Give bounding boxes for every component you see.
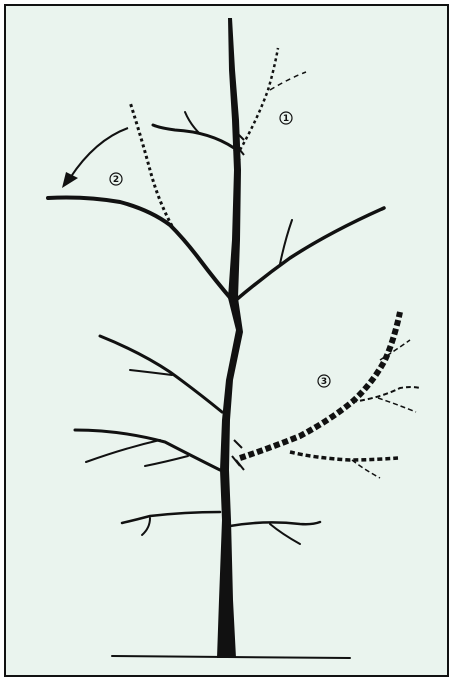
marker-3-label: 3 <box>321 377 327 387</box>
marker-3: 3 <box>318 375 330 387</box>
removed-branch-3-lower <box>290 452 398 460</box>
marker-2-label: 2 <box>113 175 119 185</box>
twig-bottom-left <box>142 518 150 535</box>
tree-trunk <box>217 18 243 658</box>
bend-arrow-head <box>62 172 78 188</box>
branch-bottom-right <box>230 522 320 526</box>
marker-1: 1 <box>280 112 292 124</box>
branch-left-lower <box>75 430 220 470</box>
twig-left-lower-1 <box>86 440 160 462</box>
removed-branch-3-twig-b <box>378 398 416 412</box>
removed-leader-1 <box>240 48 278 150</box>
branch-left-scaffold <box>48 198 232 301</box>
bend-arrow <box>70 128 128 178</box>
branch-upper-left <box>153 125 234 148</box>
branch-right-scaffold <box>236 208 384 300</box>
removed-branch-3-twig-d <box>352 460 380 478</box>
marker-2: 2 <box>110 173 122 185</box>
removed-leader-1-twig <box>270 72 306 90</box>
twig-bottom-right <box>270 524 300 544</box>
twig-left-lower-2 <box>145 456 188 466</box>
marker-1-label: 1 <box>283 114 289 124</box>
branch-bottom-left <box>122 512 220 523</box>
